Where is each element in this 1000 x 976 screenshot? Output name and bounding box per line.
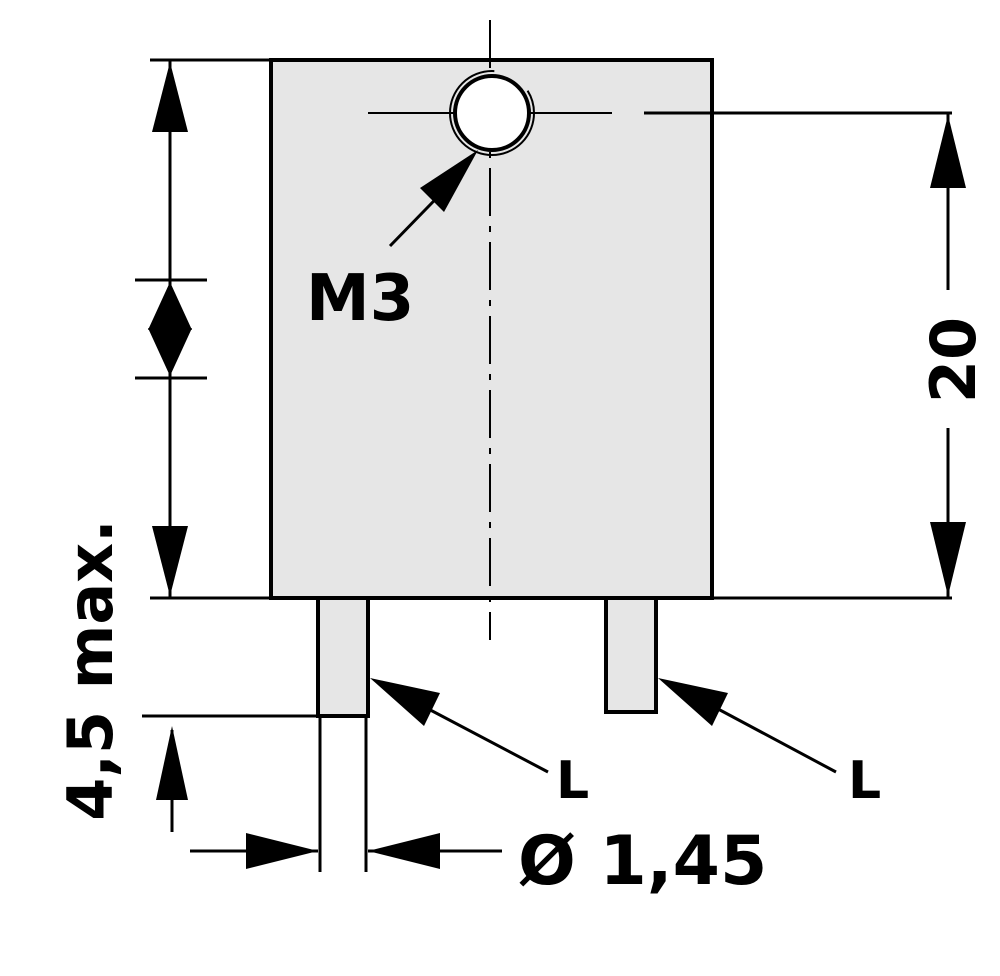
pin-left (316, 596, 370, 718)
arrow-dia-left (246, 833, 318, 869)
arrow-lead-left (370, 678, 440, 726)
label-thread: M3 (306, 262, 414, 336)
mounting-hole (453, 74, 531, 152)
arrow-left-bottom (152, 526, 188, 596)
arrow-dia-right (368, 833, 440, 869)
arrow-lead-right (658, 678, 728, 726)
arrow-left-top (152, 62, 188, 132)
label-lead-left: L (556, 751, 589, 811)
arrow-right-bottom (930, 522, 966, 596)
label-pin-diameter: Ø 1,45 (518, 822, 767, 901)
arrow-m3 (420, 150, 478, 212)
mounting-hole-thread (449, 70, 535, 156)
arrow-mid-up (148, 282, 192, 330)
label-max-height: 4,5 max. (54, 519, 127, 820)
arrow-mid-down (148, 328, 192, 376)
pin-right (604, 596, 658, 714)
label-height-dim: 20 (917, 317, 990, 403)
label-lead-right: L (848, 751, 881, 811)
arrow-max-up (156, 726, 188, 800)
arrow-right-top (930, 115, 966, 188)
